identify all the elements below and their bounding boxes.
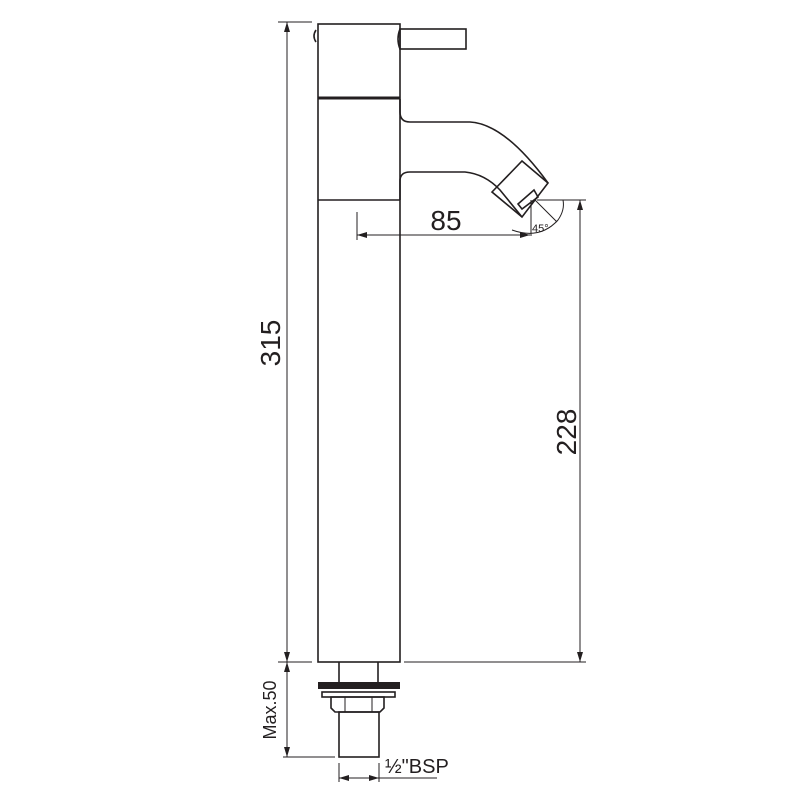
spout-angle-label: 45° [532, 223, 549, 235]
spout-reach-label: 85 [430, 205, 461, 236]
spout-height-label: 228 [551, 409, 582, 456]
max-deck-label: Max.50 [260, 680, 280, 739]
dimension-spout-angle: 45° [511, 199, 564, 236]
dimension-thread: ½"BSP [338, 756, 449, 782]
dimension-spout-reach: 85 [356, 205, 530, 240]
thread-label: ½"BSP [385, 756, 449, 778]
tap-body [313, 23, 401, 663]
dimension-overall-height: 315 [255, 21, 312, 663]
dimension-spout-height: 228 [404, 199, 586, 663]
lever-handle [397, 28, 467, 50]
fixing-assembly [318, 662, 400, 758]
spout [399, 99, 550, 219]
dimension-max-deck: Max.50 [260, 662, 335, 758]
overall-height-label: 315 [255, 320, 286, 367]
